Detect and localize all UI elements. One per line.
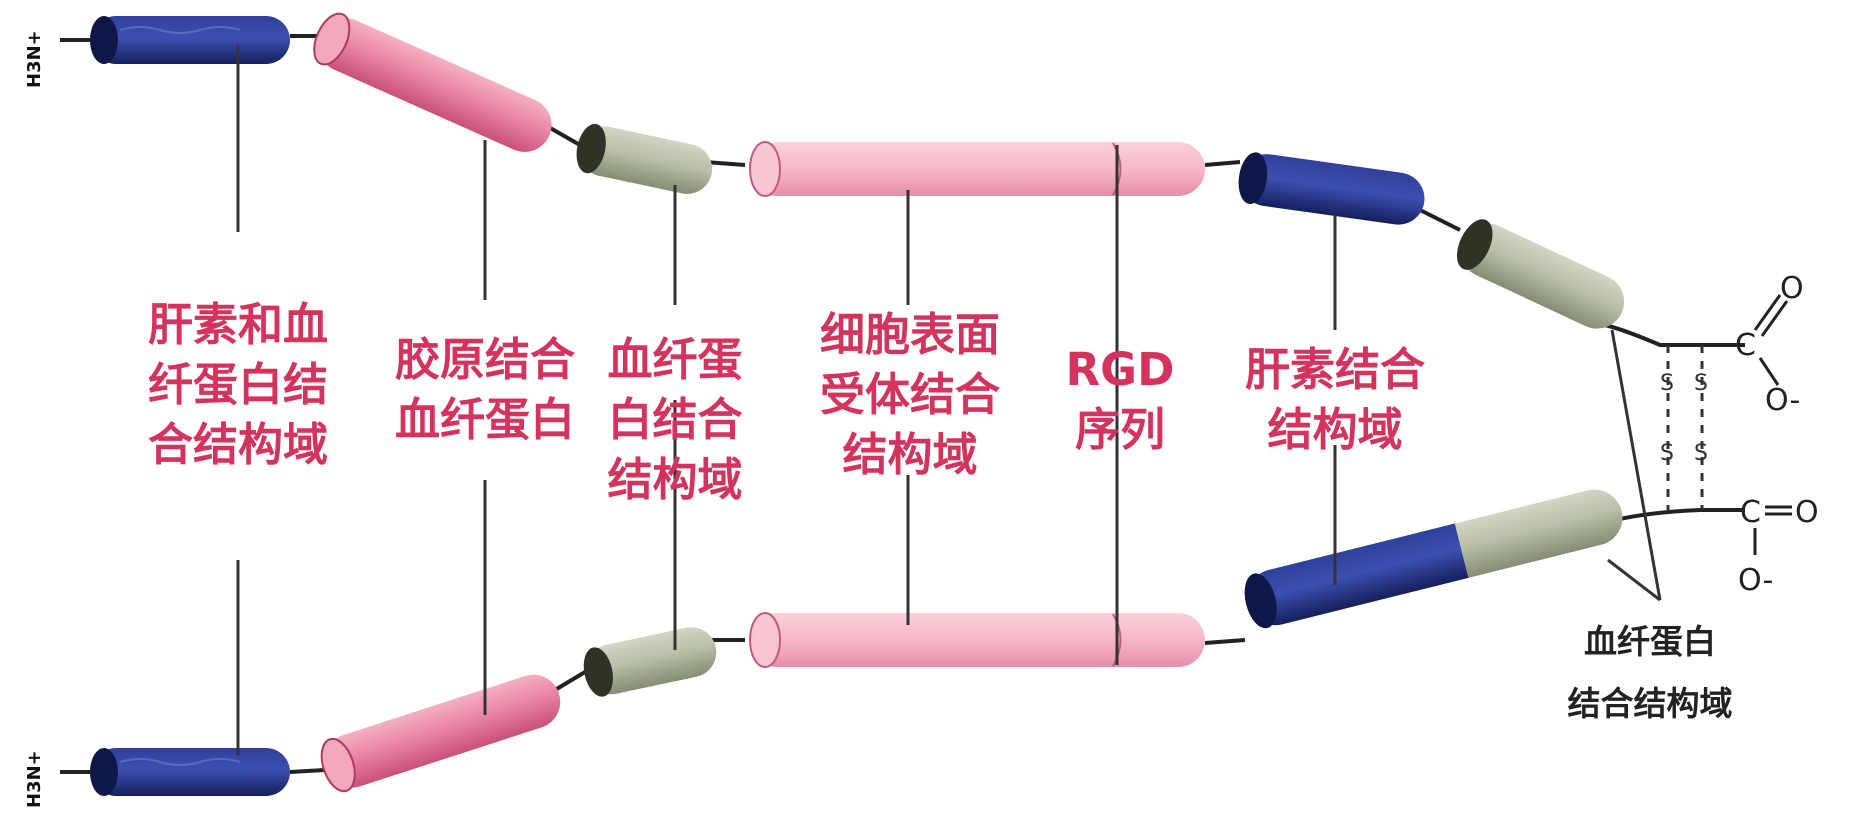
bottom-chain-backbone <box>60 508 1745 774</box>
label-line: 结合结构域 <box>1567 684 1733 723</box>
cyl-top-collagen <box>313 12 552 152</box>
n-terminus-bottom: H3N+ <box>24 750 45 808</box>
label-cell-surface-domain: 细胞表面 受体结合 结构域 <box>790 305 1030 485</box>
label-line: 血纤蛋白 <box>394 393 575 446</box>
label-line: 序列 <box>1074 403 1165 456</box>
label-line: 胶原结合 <box>394 333 575 386</box>
sulfur-3: S <box>1660 441 1674 466</box>
label-fibrin-domain: 血纤蛋 白结合 结构域 <box>585 330 765 510</box>
label-collagen-domain: 胶原结合 血纤蛋白 <box>365 330 605 450</box>
carboxylate-o-top: O- <box>1765 383 1800 418</box>
cyl-bottom-cell-surface <box>749 612 1205 668</box>
label-line: 血纤蛋 <box>607 333 743 386</box>
label-heparin-domain: 肝素结合 结构域 <box>1215 340 1455 460</box>
label-line: 受体结合 <box>819 368 1000 421</box>
cyl-top-heparin <box>1238 152 1425 225</box>
carbon-bottom: C <box>1740 495 1761 530</box>
carboxylate-o-bottom: O- <box>1738 563 1773 598</box>
label-line: 血纤蛋白 <box>1584 622 1716 661</box>
label-line: 合结构域 <box>147 418 328 471</box>
label-heparin-fibrin-domain: 肝素和血 纤蛋白结 合结构域 <box>118 295 358 475</box>
label-line: 结构域 <box>1267 403 1403 456</box>
label-line: RGD <box>1065 343 1175 396</box>
n-terminus-top-label: H3N+ <box>24 30 45 88</box>
cyl-bottom-collagen <box>320 674 561 793</box>
cyl-bottom-heparin-fibrin-c <box>1244 489 1623 629</box>
carbon-top: C <box>1735 328 1756 363</box>
sulfur-1: S <box>1660 371 1674 396</box>
label-rgd-sequence: RGD 序列 <box>1050 340 1190 460</box>
cyl-bottom-fibrin <box>583 627 717 697</box>
cyl-top-fibrin-c <box>1456 219 1625 329</box>
label-line: 白结合 <box>607 393 743 446</box>
leader-lines <box>236 45 1662 755</box>
sulfur-2: S <box>1694 371 1708 396</box>
cyl-bottom-heparin-fibrin <box>90 748 290 796</box>
carboxylate-bottom: C O O- <box>1738 495 1819 598</box>
label-line: 结构域 <box>607 453 743 506</box>
label-fibrin-c-domain: 血纤蛋白 结合结构域 <box>1550 622 1750 724</box>
label-line: 肝素和血 <box>147 298 328 351</box>
oxygen-top: O <box>1780 271 1804 306</box>
label-line: 细胞表面 <box>819 308 1000 361</box>
cyl-top-heparin-fibrin <box>90 16 290 64</box>
sulfur-4: S <box>1694 441 1708 466</box>
disulfide-bonds: S S S S <box>1660 345 1708 510</box>
label-line: 肝素结合 <box>1244 343 1425 396</box>
n-terminus-top: H3N+ <box>24 30 45 88</box>
oxygen-bottom: O <box>1795 495 1819 530</box>
cyl-top-cell-surface <box>749 141 1205 197</box>
label-line: 纤蛋白结 <box>147 358 328 411</box>
label-line: 结构域 <box>842 428 978 481</box>
carboxylate-top: C O O- <box>1735 271 1804 418</box>
cyl-top-fibrin <box>576 123 713 194</box>
n-terminus-bottom-label: H3N+ <box>24 750 45 808</box>
